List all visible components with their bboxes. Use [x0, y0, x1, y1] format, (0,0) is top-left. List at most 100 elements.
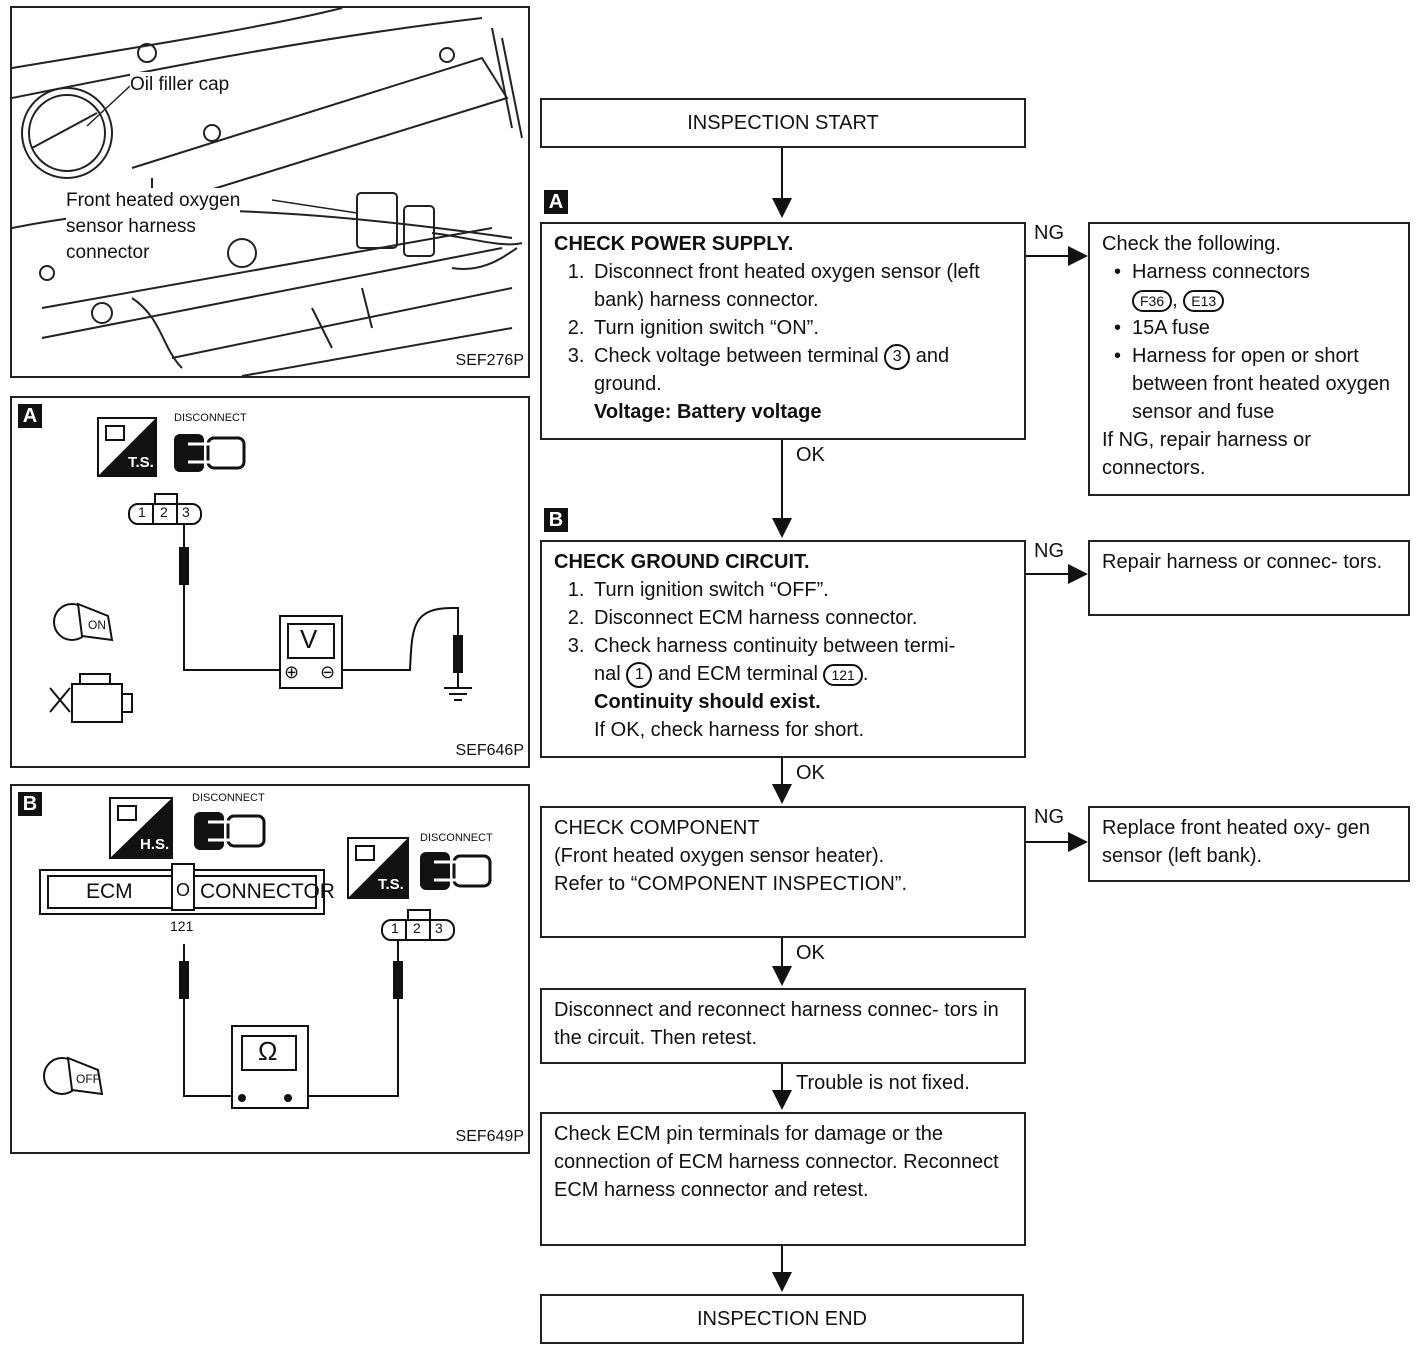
meter-symbol: V [300, 624, 318, 654]
disconnect-label: DISCONNECT [192, 792, 265, 804]
pin-1: 1 [138, 504, 146, 520]
pin-3: 3 [182, 504, 190, 520]
pin-3: 3 [435, 920, 443, 936]
ng-text: Repair harness or connec- tors. [1102, 551, 1383, 573]
disconnect-icon [194, 812, 266, 850]
inspection-end-box: INSPECTION END [540, 1294, 1024, 1344]
ts-label: T.S. [378, 876, 404, 893]
ng-item: 15A fuse [1114, 314, 1396, 342]
figure-b-panel: B [10, 784, 530, 1154]
step-title: CHECK GROUND CIRCUIT. [554, 551, 810, 573]
ecm-pin-label: O [176, 880, 191, 900]
figure-tag-b: B [18, 792, 42, 816]
ignition-key-icon [43, 1056, 104, 1096]
ohmmeter-icon [231, 1025, 309, 1109]
check-ecm-pins-box: Check ECM pin terminals for damage or th… [540, 1112, 1026, 1246]
step-spec: Voltage: Battery voltage [594, 401, 822, 423]
step-tag-b: B [544, 508, 568, 532]
trouble-not-fixed-label: Trouble is not fixed. [796, 1072, 970, 1094]
ng-repair-harness-box: Repair harness or connec- tors. [1088, 540, 1410, 616]
ng-title: Check the following. [1102, 233, 1281, 255]
step-item: Check harness continuity between termi- … [590, 632, 1012, 688]
step-line: CHECK COMPONENT [554, 817, 760, 839]
hs-label: H.S. [140, 836, 170, 853]
disconnect-label-2: DISCONNECT [420, 832, 493, 844]
check-ground-circuit-box: CHECK GROUND CIRCUIT. Turn ignition swit… [540, 540, 1026, 758]
step-list: Turn ignition switch “OFF”. Disconnect E… [554, 576, 1012, 688]
step-note: If OK, check harness for short. [594, 719, 865, 741]
step-text: Check ECM pin terminals for damage or th… [554, 1123, 999, 1201]
connector-pins [381, 909, 455, 941]
ng-text: Replace front heated oxy- gen sensor (le… [1102, 817, 1370, 867]
meter-symbol: Ω [258, 1036, 278, 1066]
engine-icon [49, 673, 133, 723]
step-item: Disconnect front heated oxygen sensor (l… [590, 258, 1012, 314]
terminal-badge: 3 [884, 343, 911, 370]
ts-label: T.S. [128, 454, 154, 471]
connector-pins [128, 493, 202, 525]
disconnect-icon [174, 434, 246, 472]
ng-replace-sensor-box: Replace front heated oxy- gen sensor (le… [1088, 806, 1410, 882]
ng-list: Harness connectors F36, E13 15A fuse Har… [1102, 258, 1396, 426]
ng-label: NG [1034, 222, 1064, 244]
meter-plus: ⊕ [284, 662, 300, 682]
connector-label: CONNECTOR [200, 880, 335, 903]
terminal-badge: 1 [626, 661, 653, 688]
step-title: CHECK POWER SUPPLY. [554, 233, 794, 255]
pin-2: 2 [160, 504, 168, 520]
pin-2: 2 [413, 920, 421, 936]
step-item: Turn ignition switch “ON”. [590, 314, 1012, 342]
step-item: Turn ignition switch “OFF”. [590, 576, 1012, 604]
figure-code: SEF276P [455, 352, 524, 369]
ts-icon [97, 417, 157, 477]
callout-connector: connector [66, 240, 150, 266]
step-tag-a: A [544, 190, 568, 214]
check-power-supply-box: CHECK POWER SUPPLY. Disconnect front hea… [540, 222, 1026, 440]
figure-a-panel: A [10, 396, 530, 768]
disconnect-label: DISCONNECT [174, 412, 247, 424]
ignition-key-icon [53, 602, 114, 642]
step-spec: Continuity should exist. [594, 691, 821, 713]
ecm-terminal-label: 121 [170, 918, 194, 934]
ng-label: NG [1034, 540, 1064, 562]
connector-badge-e13: E13 [1183, 289, 1225, 312]
figure-a-diagram [49, 417, 472, 723]
reconnect-harness-box: Disconnect and reconnect harness connec-… [540, 988, 1026, 1064]
ecm-label: ECM [86, 880, 133, 903]
step-line: Refer to “COMPONENT INSPECTION”. [554, 873, 908, 895]
hs-icon [109, 797, 173, 859]
ng-label: NG [1034, 806, 1064, 828]
step-text: Disconnect and reconnect harness connec-… [554, 999, 999, 1049]
disconnect-icon-2 [420, 852, 492, 890]
key-off-label: OFF [76, 1072, 100, 1086]
ng-footer: If NG, repair harness or connectors. [1102, 429, 1311, 479]
inspection-start-label: INSPECTION START [687, 112, 879, 134]
callout-oil-filler-cap: Oil filler cap [130, 72, 230, 98]
inspection-end-label: INSPECTION END [696, 1308, 868, 1330]
check-component-box: CHECK COMPONENT (Front heated oxygen sen… [540, 806, 1026, 938]
step-list: Disconnect front heated oxygen sensor (l… [554, 258, 1012, 398]
engine-illustration-panel: Oil filler cap Front heated oxygen senso… [10, 6, 530, 378]
figure-tag-a: A [18, 404, 42, 428]
ecm-connector [39, 863, 325, 915]
ts-icon [347, 837, 409, 899]
ng-item: Harness connectors F36, E13 [1114, 258, 1396, 314]
step-item: Disconnect ECM harness connector. [590, 604, 1012, 632]
ok-label: OK [796, 762, 825, 784]
voltmeter-icon [279, 615, 343, 689]
callout-front-heated-oxygen: Front heated oxygen [66, 188, 241, 214]
ok-label: OK [796, 942, 825, 964]
ecm-terminal-badge: 121 [823, 663, 863, 686]
figure-b-diagram [39, 797, 492, 1109]
pin-1: 1 [391, 920, 399, 936]
connector-badge-f36: F36 [1132, 289, 1173, 312]
ng-check-following-box: Check the following. Harness connectors … [1088, 222, 1410, 496]
inspection-start-box: INSPECTION START [540, 98, 1026, 148]
figure-code: SEF646P [455, 742, 524, 759]
meter-minus: ⊖ [320, 662, 336, 682]
ng-item: Harness for open or short between front … [1114, 342, 1396, 426]
step-line: (Front heated oxygen sensor heater). [554, 845, 885, 867]
step-item: Check voltage between terminal 3 and gro… [590, 342, 1012, 398]
ok-label: OK [796, 444, 825, 466]
